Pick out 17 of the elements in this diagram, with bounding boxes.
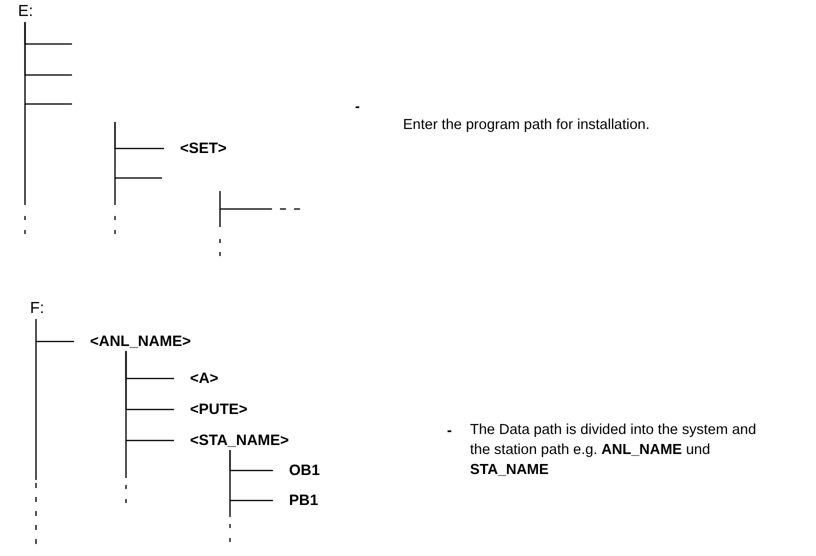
drive-label: E:	[18, 4, 34, 20]
bullet-dash: -	[447, 422, 452, 441]
folder-label: <PUTE>	[190, 402, 248, 416]
note-text: The Data path is divided into the system and the station path e.g. ANL_NAME und STA_NAME	[470, 421, 758, 480]
folder-label: <ANL_NAME>	[90, 334, 191, 348]
instruction-text: Enter the program path for installation.	[403, 116, 651, 135]
tree-connector	[229, 450, 273, 502]
folder-label: <STA_NAME>	[190, 432, 289, 448]
folder-label: <SET>	[180, 140, 227, 156]
tree-connector	[125, 351, 174, 442]
folder-label: PB1	[289, 492, 318, 508]
drive-label: F:	[30, 301, 44, 317]
folder-label: <A>	[190, 370, 218, 386]
folder-label: OB1	[289, 462, 320, 478]
tree-connector	[35, 319, 74, 342]
tree-connector	[24, 22, 72, 105]
bullet-dash: -	[355, 98, 360, 117]
